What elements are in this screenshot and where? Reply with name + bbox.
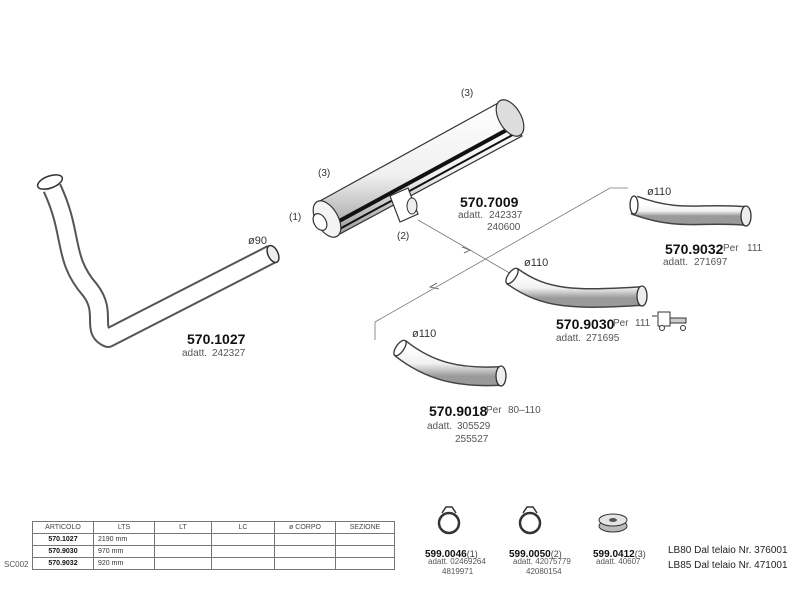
accessory-3-ref-1: adatt. 40607: [596, 557, 641, 566]
cell-corpo: [274, 557, 336, 570]
downpipe-adapt-label: adatt.: [182, 348, 208, 359]
col-header-lts: LTS: [93, 521, 155, 534]
cell-lc: [211, 557, 275, 570]
cell-lt: [154, 545, 212, 558]
silencer-adapt-label: adatt.: [458, 210, 484, 221]
pipe-9032-diameter: ø110: [647, 186, 672, 198]
downpipe-drawing: [36, 174, 280, 348]
pipe-9030-per-value: 111: [635, 318, 651, 329]
pipe-9018-per-value: 80–110: [508, 405, 541, 416]
callout-2: (2): [397, 231, 410, 242]
cell-articolo: 570.9030: [32, 545, 94, 558]
downpipe-ref: 242327: [212, 348, 246, 359]
silencer-ref-1: 242337: [489, 210, 523, 221]
accessory-2-label: 599.0050(2): [509, 544, 562, 562]
accessory-3-num: (3): [634, 549, 646, 559]
cell-lc: [211, 533, 275, 546]
pipe-9032-per-label: Per: [723, 243, 739, 254]
pipe-9030-adapt-label: adatt.: [556, 333, 582, 344]
frame-note-lb85: LB85 Dal telaio Nr. 471001: [668, 560, 788, 571]
cell-corpo: [274, 545, 336, 558]
cell-lc: [211, 545, 275, 558]
col-header-sezione: SEZIONE: [335, 521, 395, 534]
accessory-3-code: 599.0412: [593, 549, 635, 560]
pipe-9032-per-value: 111: [747, 243, 763, 254]
pipe-9018-diameter: ø110: [412, 328, 437, 340]
table-row: 570.1027 2190 mm: [32, 533, 395, 546]
col-header-lt: LT: [154, 521, 212, 534]
pipe-9030-drawing: [505, 267, 648, 308]
cell-lt: [154, 533, 212, 546]
col-header-lc: LC: [211, 521, 275, 534]
pipe-9018-adapt-label: adatt.: [427, 421, 453, 432]
pipe-9030-code: 570.9030: [556, 316, 615, 332]
accessory-2-num: (2): [550, 549, 562, 559]
col-header-articolo: ARTICOLO: [32, 521, 94, 534]
accessory-1-code: 599.0046: [425, 549, 467, 560]
cell-lts: 2190 mm: [93, 533, 155, 546]
pipe-9030-ref: 271695: [586, 333, 620, 344]
callout-3-left: (3): [318, 168, 331, 179]
pipe-9018-ref-2: 255527: [455, 434, 489, 445]
table-row: 570.9032 920 mm: [32, 557, 395, 570]
pipe-9018-code: 570.9018: [429, 403, 488, 419]
accessory-1-ref-2: 4819971: [442, 567, 474, 576]
accessory-1-label: 599.0046(1): [425, 544, 478, 562]
silencer-drawing: [312, 99, 525, 238]
pipe-9018-per-label: Per: [486, 405, 502, 416]
frame-note-lb80: LB80 Dal telaio Nr. 376001: [668, 545, 788, 556]
silencer-ref-2: 240600: [487, 222, 521, 233]
table-side-label: SC002: [4, 560, 29, 569]
col-header-corpo: ø CORPO: [274, 521, 336, 534]
table-row: 570.9030 970 mm: [32, 545, 395, 558]
pipe-9032-ref: 271697: [694, 257, 728, 268]
pipe-9032-drawing: [629, 195, 752, 227]
cell-sezione: [335, 533, 395, 546]
routing-lines: [374, 187, 628, 340]
rubber-mount-icon: [598, 513, 628, 533]
cell-articolo: 570.1027: [32, 533, 94, 546]
callout-1: (1): [289, 212, 302, 223]
pipe-9032-code: 570.9032: [665, 241, 724, 257]
accessory-1-num: (1): [466, 549, 478, 559]
truck-icon: [652, 311, 687, 331]
accessory-2-code: 599.0050: [509, 549, 551, 560]
table-header-row: ARTICOLO LTS LT LC ø CORPO SEZIONE: [32, 521, 395, 534]
accessory-2-ref-1: adatt. 42075779: [513, 557, 571, 566]
clamp-icon: [437, 506, 461, 535]
cell-articolo: 570.9032: [32, 557, 94, 570]
cell-sezione: [335, 557, 395, 570]
cell-lts: 920 mm: [93, 557, 155, 570]
clamp-icon: [518, 506, 542, 535]
accessory-3-label: 599.0412(3): [593, 544, 646, 562]
cell-lt: [154, 557, 212, 570]
downpipe-code: 570.1027: [187, 331, 246, 347]
silencer-code: 570.7009: [460, 194, 519, 210]
accessory-1-ref-1: adatt. 02469264: [428, 557, 486, 566]
accessory-2-ref-2: 42080154: [526, 567, 562, 576]
pipe-9030-per-label: Per: [613, 318, 629, 329]
downpipe-diameter: ø90: [248, 235, 267, 247]
pipe-9018-ref-1: 305529: [457, 421, 491, 432]
cell-lts: 970 mm: [93, 545, 155, 558]
spec-table: ARTICOLO LTS LT LC ø CORPO SEZIONE 570.1…: [32, 521, 395, 570]
pipe-9032-adapt-label: adatt.: [663, 257, 689, 268]
cell-corpo: [274, 533, 336, 546]
cell-sezione: [335, 545, 395, 558]
pipe-9018-drawing: [393, 339, 507, 387]
pipe-9030-diameter: ø110: [524, 257, 549, 269]
callout-3-right: (3): [461, 88, 474, 99]
